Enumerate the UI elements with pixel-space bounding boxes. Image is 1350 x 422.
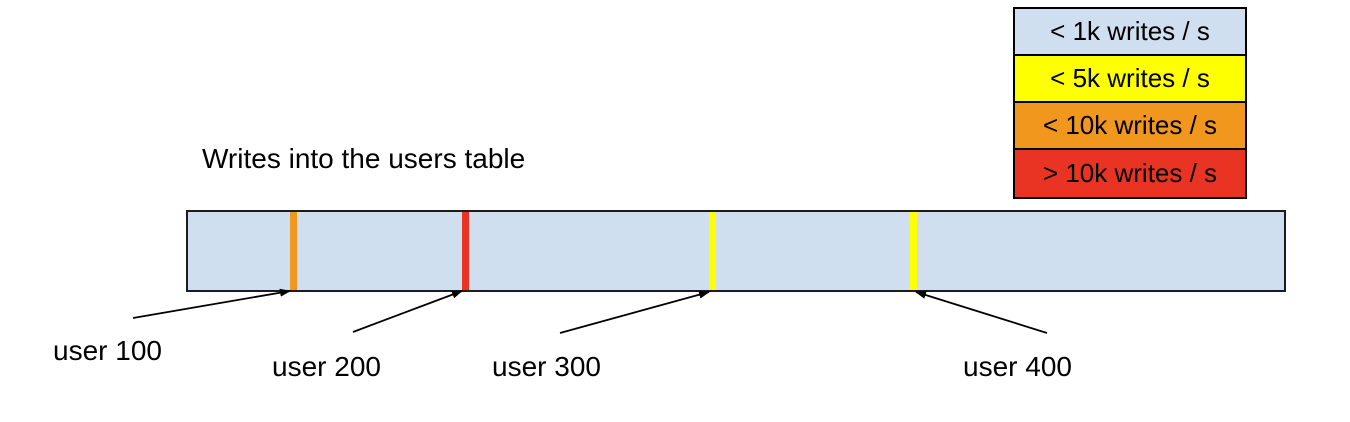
- legend: < 1k writes / s < 5k writes / s < 10k wr…: [1013, 7, 1247, 199]
- legend-item-lt-1k: < 1k writes / s: [1015, 9, 1245, 56]
- hotspot-stripe-user-100: [290, 212, 297, 290]
- hotspot-stripe-user-300: [709, 212, 716, 290]
- legend-item-label: > 10k writes / s: [1042, 158, 1218, 188]
- legend-item-label: < 1k writes / s: [1050, 16, 1210, 46]
- annotation-label-user-400: user 400: [963, 351, 1072, 382]
- legend-item-lt-5k: < 5k writes / s: [1015, 56, 1245, 103]
- annotation-label-user-100: user 100: [53, 335, 162, 366]
- diagram-title: Writes into the users table: [202, 143, 526, 174]
- legend-item-label: < 10k writes / s: [1042, 110, 1218, 140]
- arrow-user-400: [915, 291, 1048, 334]
- annotation-label-user-200: user 200: [272, 351, 381, 382]
- hotspot-stripe-user-400: [910, 212, 917, 290]
- arrow-user-300: [559, 290, 710, 334]
- legend-item-gt-10k: > 10k writes / s: [1015, 150, 1245, 197]
- legend-item-label: < 5k writes / s: [1050, 63, 1210, 93]
- annotation-label-user-300: user 300: [492, 351, 601, 382]
- arrow-user-100: [132, 288, 291, 319]
- hotspot-stripe-user-200: [462, 212, 469, 290]
- users-table-bar: [186, 210, 1286, 292]
- legend-item-lt-10k: < 10k writes / s: [1015, 103, 1245, 150]
- arrow-user-200: [352, 290, 463, 333]
